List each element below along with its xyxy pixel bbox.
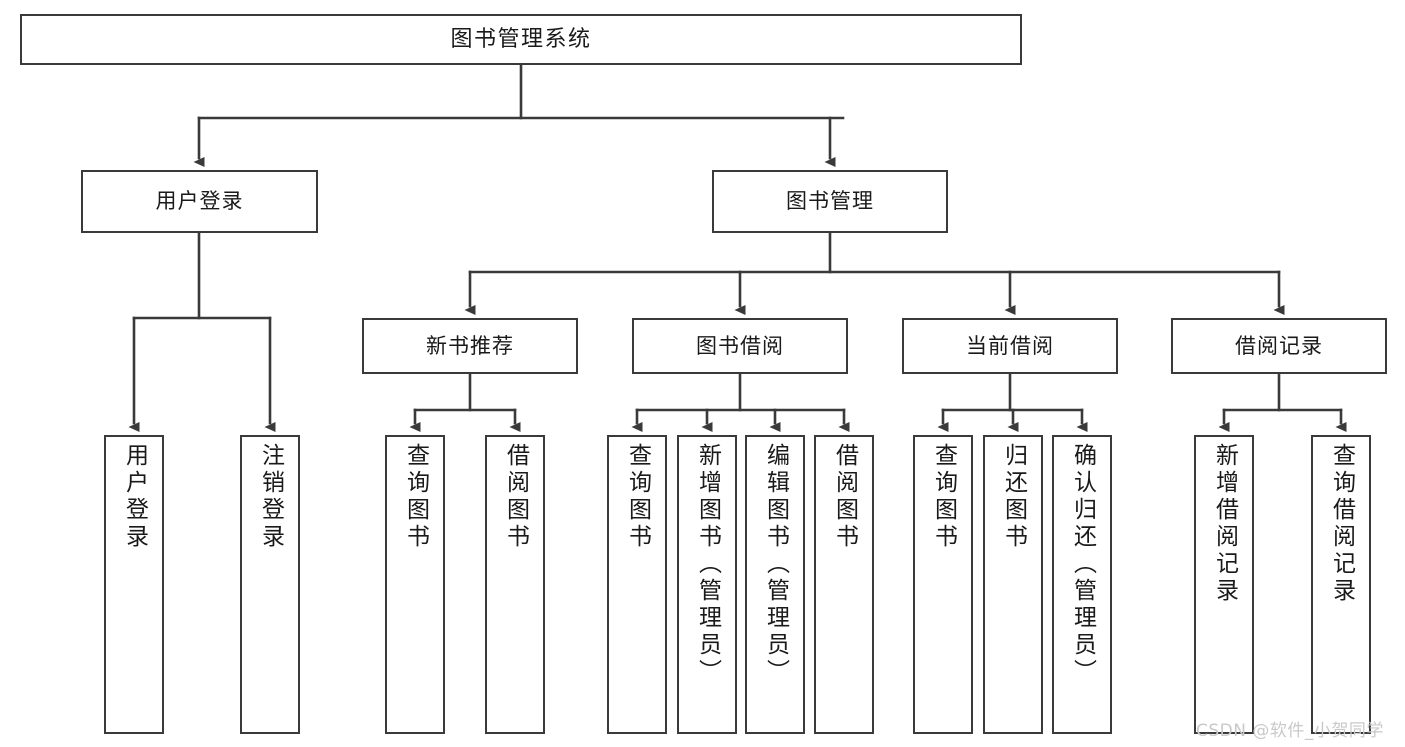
node-new-book-rec[interactable]: 新书推荐 bbox=[362, 318, 578, 374]
leaf-borrow-book-1[interactable]: 借阅图书 bbox=[485, 435, 545, 734]
leaf-logout[interactable]: 注销登录 bbox=[240, 435, 300, 734]
node-borrow-record[interactable]: 借阅记录 bbox=[1171, 318, 1387, 374]
node-label: 编辑图书（管理员） bbox=[762, 443, 789, 686]
node-label: 图书管理系统 bbox=[450, 26, 592, 52]
node-label: 查询借阅记录 bbox=[1328, 443, 1355, 605]
node-book-manage[interactable]: 图书管理 bbox=[712, 170, 948, 233]
node-label: 借阅记录 bbox=[1235, 333, 1323, 358]
node-label: 当前借阅 bbox=[966, 333, 1054, 358]
node-label: 归还图书 bbox=[1000, 443, 1027, 551]
node-label: 图书借阅 bbox=[696, 333, 784, 358]
leaf-borrow-book-2[interactable]: 借阅图书 bbox=[814, 435, 874, 734]
leaf-query-record[interactable]: 查询借阅记录 bbox=[1311, 435, 1371, 734]
leaf-query-book-2[interactable]: 查询图书 bbox=[607, 435, 667, 734]
node-label: 用户登录 bbox=[121, 443, 148, 551]
leaf-user-login[interactable]: 用户登录 bbox=[104, 435, 164, 734]
node-label: 借阅图书 bbox=[502, 443, 529, 551]
node-label: 新增借阅记录 bbox=[1211, 443, 1238, 605]
node-user-login[interactable]: 用户登录 bbox=[81, 170, 318, 233]
leaf-return-book[interactable]: 归还图书 bbox=[983, 435, 1043, 734]
node-label: 用户登录 bbox=[155, 189, 244, 214]
node-label: 注销登录 bbox=[257, 443, 284, 551]
node-root[interactable]: 图书管理系统 bbox=[20, 14, 1022, 65]
leaf-confirm-return[interactable]: 确认归还（管理员） bbox=[1052, 435, 1112, 734]
node-label: 查询图书 bbox=[402, 443, 429, 551]
leaf-edit-book[interactable]: 编辑图书（管理员） bbox=[745, 435, 805, 734]
leaf-query-book-1[interactable]: 查询图书 bbox=[385, 435, 445, 734]
csdn-watermark: CSDN @软件_小贺同学 bbox=[1196, 721, 1384, 741]
node-label: 借阅图书 bbox=[831, 443, 858, 551]
node-book-borrow[interactable]: 图书借阅 bbox=[632, 318, 848, 374]
node-label: 确认归还（管理员） bbox=[1069, 443, 1096, 686]
node-label: 新书推荐 bbox=[426, 333, 514, 358]
node-current-borrow[interactable]: 当前借阅 bbox=[902, 318, 1118, 374]
node-label: 查询图书 bbox=[930, 443, 957, 551]
node-label: 新增图书（管理员） bbox=[694, 443, 721, 686]
leaf-add-record[interactable]: 新增借阅记录 bbox=[1194, 435, 1254, 734]
leaf-query-book-3[interactable]: 查询图书 bbox=[913, 435, 973, 734]
node-label: 图书管理 bbox=[786, 189, 874, 214]
leaf-add-book[interactable]: 新增图书（管理员） bbox=[677, 435, 737, 734]
node-label: 查询图书 bbox=[624, 443, 651, 551]
